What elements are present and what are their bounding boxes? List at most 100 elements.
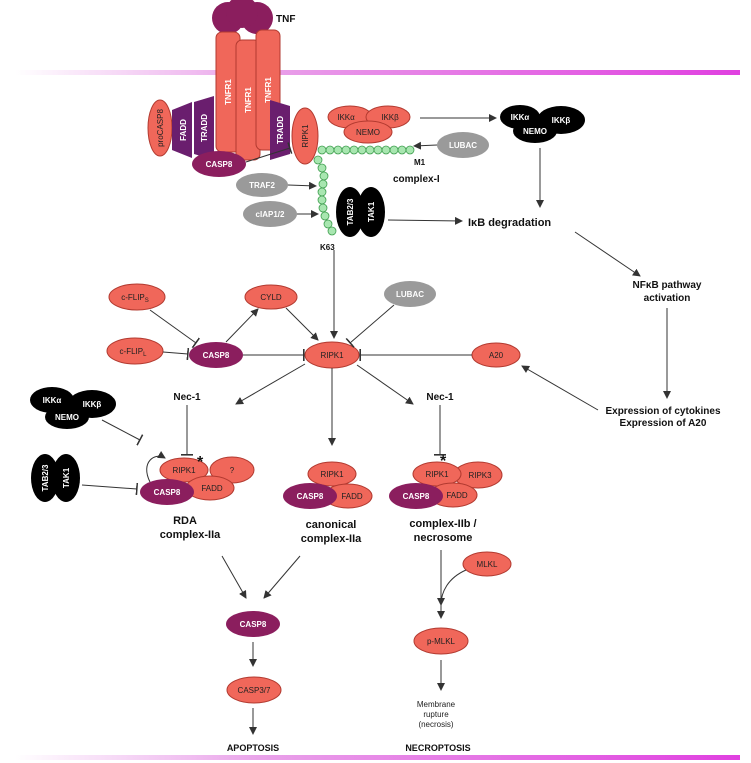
edge-casp8-inhibits-ripk1-c1 <box>245 142 293 163</box>
mlkl-node: MLKL <box>462 551 512 577</box>
lubac-complex1-node: LUBAC <box>437 132 489 158</box>
edge-mlkl-to-pmlkl <box>437 569 467 606</box>
necrosome-title-line1: complex-IIb / <box>409 518 476 530</box>
plasma-membrane-bottom <box>15 755 740 760</box>
svg-text:LUBAC: LUBAC <box>449 141 477 150</box>
tnf-label: TNF <box>276 14 295 25</box>
casp8-rda-node: CASP8 <box>140 479 194 505</box>
tradd-right-node: TRADD <box>270 100 290 160</box>
plasma-membrane-top <box>15 70 740 75</box>
svg-text:TAB2/3: TAB2/3 <box>346 198 355 226</box>
svg-text:CASP8: CASP8 <box>240 620 267 629</box>
svg-text:?: ? <box>230 466 235 475</box>
tnf-trimer <box>212 0 273 34</box>
casp8-necrosome-node: CASP8 <box>389 483 443 509</box>
ripk1-complex1-node: RIPK1 <box>291 107 319 165</box>
svg-text:IKKβ: IKKβ <box>83 400 102 409</box>
edge-lubac-to-m1 <box>413 141 438 150</box>
svg-text:TRAF2: TRAF2 <box>249 181 275 190</box>
edge-traf2-to-chain <box>287 181 317 190</box>
svg-text:RIPK1: RIPK1 <box>320 351 344 360</box>
svg-text:RIPK1: RIPK1 <box>425 470 449 479</box>
svg-text:RIPK3: RIPK3 <box>468 471 492 480</box>
casp8-apoptosis-node: CASP8 <box>226 611 280 637</box>
apoptosis-label: APOPTOSIS <box>227 743 279 753</box>
casp8-regulator-node: CASP8 <box>189 342 243 368</box>
svg-text:FADD: FADD <box>179 119 188 141</box>
membrane-rupture-line1: Membrane <box>417 700 456 709</box>
svg-text:IKKα: IKKα <box>337 113 355 122</box>
nemo-active-node: NEMO <box>513 119 557 143</box>
svg-text:TNFR1: TNFR1 <box>244 87 253 113</box>
edge-cyld-to-ripk1 <box>285 307 319 341</box>
svg-text:NEMO: NEMO <box>356 128 380 137</box>
edge-tak-to-ikb <box>387 216 463 225</box>
nfkb-activation-line1: NFκB pathway <box>633 280 702 291</box>
cflip-s-node: c-FLIPS <box>108 283 166 311</box>
edge-casp8-to-cyld <box>225 308 259 343</box>
edges <box>81 114 671 735</box>
edge-casp8-cleaves-ripk1 <box>146 450 166 483</box>
rda-star: * <box>197 454 204 471</box>
cflip-l-node: c-FLIPL <box>106 337 164 365</box>
nemo-complex1-node: NEMO <box>343 120 393 144</box>
svg-text:MLKL: MLKL <box>477 560 498 569</box>
svg-text:CASP8: CASP8 <box>206 160 233 169</box>
nec1-rda-label: Nec-1 <box>173 392 201 403</box>
cyld-node: CYLD <box>244 284 298 310</box>
necrosome-title-line2: necrosome <box>414 532 473 544</box>
svg-text:IKKα: IKKα <box>43 396 62 405</box>
membrane-rupture-line3: (necrosis) <box>418 720 453 729</box>
rda-title-line2: complex-IIa <box>160 529 221 541</box>
svg-text:FADD: FADD <box>341 492 363 501</box>
nemo-rda-node: NEMO <box>45 405 89 429</box>
expression-line2: Expression of A20 <box>620 418 707 429</box>
svg-text:NEMO: NEMO <box>55 413 79 422</box>
membrane-rupture-line2: rupture <box>423 710 449 719</box>
ikb-degradation-text: IκB degradation <box>468 217 551 229</box>
svg-text:FADD: FADD <box>201 484 223 493</box>
a20-node: A20 <box>471 342 521 368</box>
casp8-canonical-node: CASP8 <box>283 483 337 509</box>
ripk1-canonical-node: RIPK1 <box>307 461 357 487</box>
svg-text:p-MLKL: p-MLKL <box>427 637 456 646</box>
canonical-title-line2: complex-IIa <box>301 533 362 545</box>
canonical-title-line1: canonical <box>306 519 357 531</box>
tab23-complex1-node: TAB2/3 <box>336 187 364 237</box>
edge-expression-to-a20 <box>521 365 599 411</box>
svg-text:FADD: FADD <box>446 491 468 500</box>
svg-text:proCASP8: proCASP8 <box>156 109 165 147</box>
m1-label: M1 <box>414 158 426 167</box>
svg-text:RIPK1: RIPK1 <box>172 466 196 475</box>
edge-ripk1-to-rda <box>235 363 306 405</box>
lubac-regulator-node: LUBAC <box>384 281 436 307</box>
svg-text:c-FLIPL: c-FLIPL <box>120 347 148 358</box>
edge-ikk-inhibits-rda <box>101 419 144 446</box>
casp37-node: CASP3/7 <box>226 676 282 704</box>
edge-ripk1-to-necrosome <box>356 364 414 405</box>
procasp8-node: proCASP8 <box>147 99 173 157</box>
svg-text:TNFR1: TNFR1 <box>224 79 233 105</box>
rda-title-line1: RDA <box>173 515 197 527</box>
necroptosis-label: NECROPTOSIS <box>405 743 470 753</box>
expression-line1: Expression of cytokines <box>605 406 720 417</box>
svg-text:CYLD: CYLD <box>260 293 282 302</box>
ciap-node: cIAP1/2 <box>243 201 297 227</box>
tab23-rda-node: TAB2/3 <box>31 454 59 502</box>
tradd-left-node: TRADD <box>194 96 214 160</box>
necrosome-star: * <box>440 453 447 470</box>
k63-ubiquitin-chain <box>313 155 337 236</box>
svg-text:c-FLIPS: c-FLIPS <box>121 293 149 304</box>
edge-cflipl-inhibits-casp8 <box>162 347 190 361</box>
edge-cflips-inhibits-casp8 <box>149 309 200 349</box>
edge-canonical-to-casp8 <box>263 555 301 599</box>
k63-label: K63 <box>320 243 335 252</box>
casp8-complex1-node: CASP8 <box>192 151 246 177</box>
svg-text:CASP8: CASP8 <box>297 492 324 501</box>
traf2-node: TRAF2 <box>236 173 288 197</box>
svg-text:TAB2/3: TAB2/3 <box>41 464 50 492</box>
svg-text:IKKβ: IKKβ <box>381 113 399 122</box>
svg-text:TAK1: TAK1 <box>62 467 71 488</box>
svg-text:CASP8: CASP8 <box>154 488 181 497</box>
